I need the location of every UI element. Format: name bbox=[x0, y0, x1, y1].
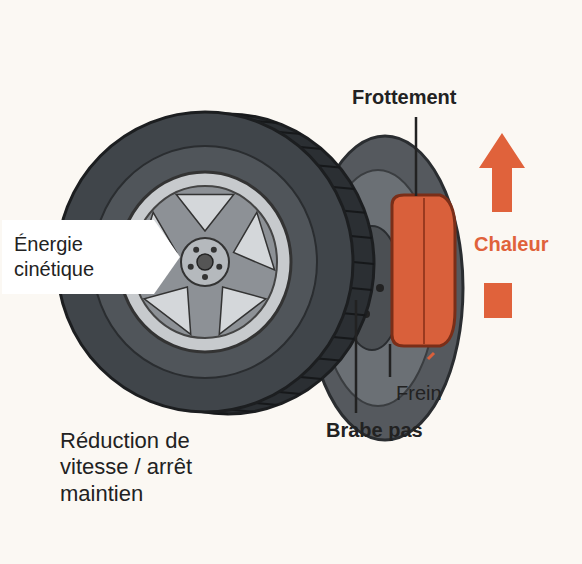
part-label: Frein bbox=[396, 381, 442, 405]
lug-nut bbox=[193, 247, 199, 253]
arrow-outline bbox=[2, 220, 180, 294]
part-label: Brabe pas bbox=[326, 418, 423, 442]
tread-groove bbox=[279, 392, 301, 394]
tread-groove bbox=[300, 377, 322, 379]
part-label: Frottement bbox=[352, 85, 456, 109]
rim-spoke bbox=[176, 195, 233, 231]
node-text: Énergie cinétique bbox=[14, 232, 142, 282]
leader-lines bbox=[356, 117, 416, 413]
leader-line bbox=[355, 300, 358, 413]
tread-groove bbox=[351, 288, 372, 290]
lug-nut bbox=[202, 274, 208, 280]
leader-line bbox=[389, 344, 392, 377]
lug-nut bbox=[188, 264, 194, 270]
brake-caliper bbox=[392, 195, 455, 359]
tread-groove bbox=[351, 236, 372, 238]
tread-groove bbox=[344, 313, 365, 315]
leader-line bbox=[415, 117, 418, 196]
tread-groove bbox=[333, 187, 354, 189]
tread-groove bbox=[318, 358, 339, 360]
rim-spoke bbox=[144, 287, 191, 334]
tread-groove bbox=[353, 262, 374, 264]
tread-groove bbox=[344, 211, 365, 213]
effect-note: Réduction de vitesse / arrêt maintien bbox=[60, 428, 250, 507]
tread-groove bbox=[333, 337, 354, 339]
heat-label: Chaleur bbox=[474, 232, 548, 256]
lug-nut bbox=[211, 247, 217, 253]
arrow-shape bbox=[2, 220, 180, 294]
rim-spoke bbox=[234, 212, 275, 270]
energy-arrow-callout: Énergie cinétique bbox=[2, 220, 180, 294]
heat-arrow bbox=[479, 133, 525, 318]
lug-nut bbox=[216, 264, 222, 270]
rim-spoke bbox=[219, 287, 266, 334]
